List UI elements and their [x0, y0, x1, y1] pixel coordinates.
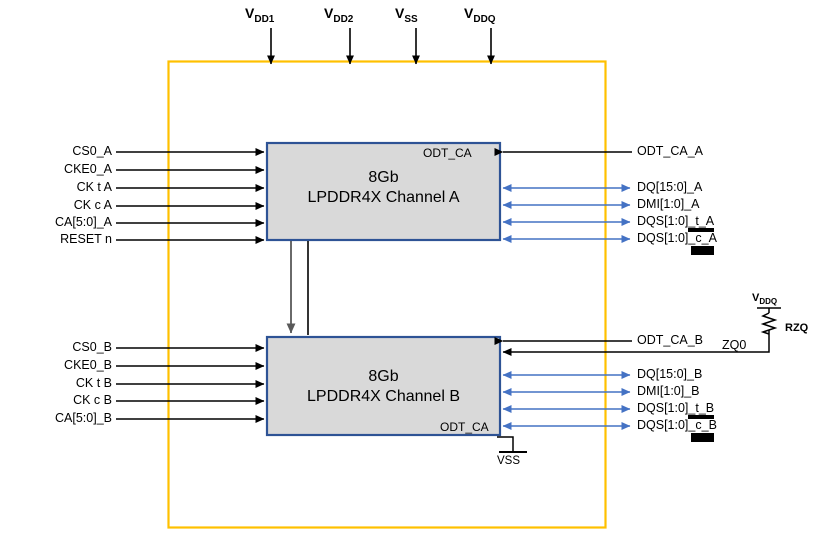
signal-label-odt-ca-b: ODT_CA_B	[637, 333, 703, 347]
signal-label-dqs-t-a: DQS[1:0]_t_A	[637, 215, 715, 232]
rzq-supply-label: VDDQ	[752, 292, 778, 307]
signal-label-dmi-b: DMI[1:0]_B	[637, 384, 700, 398]
signal-label-cs0-a: CS0_A	[72, 144, 112, 158]
signal-label-cke0-a: CKE0_A	[64, 162, 112, 176]
channel-a-block	[265, 141, 502, 242]
vss-ground-label: VSS	[497, 455, 521, 467]
rzq-label: RZQ	[785, 322, 809, 334]
channel-a-capacity: 8Gb	[368, 169, 399, 186]
zq0-wire	[502, 330, 770, 356]
channel-a-odt-pin: ODT_CA	[423, 146, 472, 160]
rail-label-vdd1: VDD1	[245, 5, 275, 25]
channel-a-name: LPDDR4X Channel A	[307, 189, 460, 206]
signal-label-ck-c-b: CK c B	[73, 393, 112, 407]
package-boundary	[167, 60, 607, 529]
channel-b-block	[265, 335, 502, 437]
signal-label-zq0: ZQ0	[722, 338, 747, 352]
rzq-resistor-symbol	[757, 307, 781, 335]
signal-label-dq-b: DQ[15:0]_B	[637, 367, 703, 381]
signal-label-ca-b: CA[5:0]_B	[55, 411, 112, 425]
signal-label-odt-ca-a: ODT_CA_A	[637, 144, 703, 158]
channel-a-title: 8Gb LPDDR4X Channel A	[267, 168, 500, 208]
signal-label-dmi-a: DMI[1:0]_A	[637, 197, 700, 211]
signal-label-dqs-c-a: DQS[1:0]_c_A	[637, 232, 717, 255]
rail-label-vddq: VDDQ	[464, 5, 496, 25]
channel-b-name: LPDDR4X Channel B	[307, 388, 460, 405]
signal-label-reset-n: RESET n	[60, 232, 112, 246]
signal-label-dqs-c-b: DQS[1:0]_c_B	[637, 419, 717, 442]
signal-label-dqs-t-b: DQS[1:0]_t_B	[637, 402, 715, 419]
channel-b-odt-pin: ODT_CA	[440, 420, 489, 434]
signal-label-ck-t-b: CK t B	[75, 376, 112, 390]
signal-label-dq-a: DQ[15:0]_A	[637, 180, 703, 194]
vss-ground-wire	[497, 436, 514, 452]
rail-label-vdd2: VDD2	[324, 5, 354, 25]
channel-b-capacity: 8Gb	[368, 368, 399, 385]
channel-b-title: 8Gb LPDDR4X Channel B	[267, 367, 500, 407]
signal-label-ck-t-a: CK t A	[76, 180, 112, 194]
rail-label-vss: VSS	[395, 5, 418, 25]
signal-label-ck-c-a: CK c A	[73, 198, 112, 212]
signal-label-cke0-b: CKE0_B	[64, 358, 112, 372]
signal-label-cs0-b: CS0_B	[72, 340, 112, 354]
signal-label-ca-a: CA[5:0]_A	[55, 215, 112, 229]
